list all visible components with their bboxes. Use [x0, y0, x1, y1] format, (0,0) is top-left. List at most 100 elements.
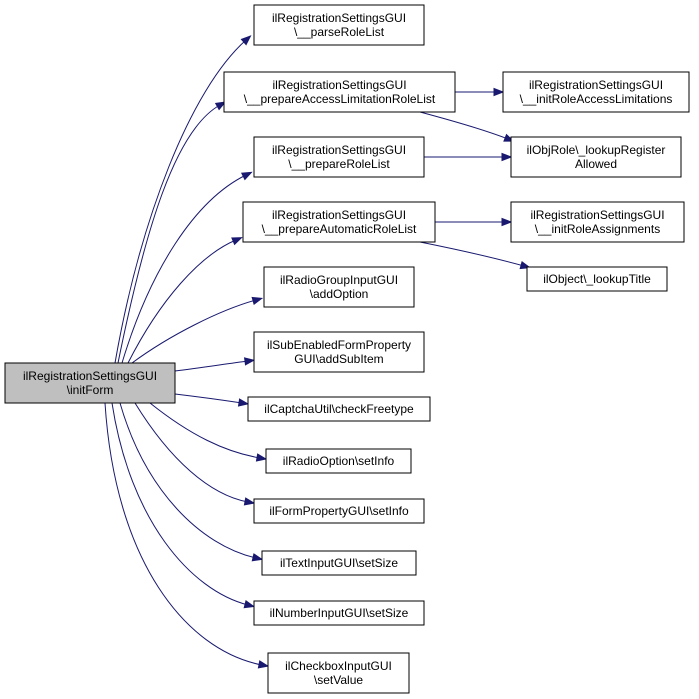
node-box[interactable]	[263, 266, 415, 308]
node-box[interactable]	[267, 652, 410, 694]
edge-root-to-addSubItem	[174, 357, 256, 372]
node-checkboxSetValue[interactable]: ilCheckboxInputGUI\setValue	[267, 652, 410, 694]
node-label: ilObjRole\_lookupRegister	[527, 143, 666, 157]
arrow-head	[257, 660, 270, 669]
edge-line	[419, 111, 509, 140]
node-box[interactable]	[4, 362, 176, 404]
node-label: \__prepareRoleList	[288, 157, 390, 171]
edge-prepareAutomaticRoleList-to-lookupTitle	[419, 241, 532, 270]
node-box[interactable]	[510, 201, 685, 243]
node-box[interactable]	[510, 136, 682, 178]
edge-line	[117, 104, 221, 364]
node-box[interactable]	[253, 4, 425, 46]
node-label: ilRegistrationSettingsGUI	[529, 78, 663, 92]
node-prepareRoleList[interactable]: ilRegistrationSettingsGUI\__prepareRoleL…	[253, 136, 425, 178]
edge-root-to-radioSetInfo	[149, 402, 268, 462]
node-numberSetSize[interactable]: ilNumberInputGUI\setSize	[253, 600, 425, 626]
edge-line	[134, 402, 249, 503]
edge-line	[119, 402, 257, 559]
node-prepareAutomaticRoleList[interactable]: ilRegistrationSettingsGUI\__prepareAutom…	[242, 201, 436, 243]
node-textSetSize[interactable]: ilTextInputGUI\setSize	[261, 550, 417, 576]
arrow-head	[240, 171, 253, 181]
edge-line	[127, 239, 237, 364]
node-prepareAccessLimitationRoleList[interactable]: ilRegistrationSettingsGUI\__prepareAcces…	[223, 71, 456, 113]
node-label: \addOption	[310, 287, 369, 301]
node-box[interactable]	[253, 600, 425, 626]
edge-root-to-numberSetSize	[111, 402, 256, 609]
arrow-head	[501, 152, 513, 162]
node-initRoleAccessLimitations[interactable]: ilRegistrationSettingsGUI\__initRoleAcce…	[502, 71, 690, 113]
node-box[interactable]	[502, 71, 690, 113]
node-box[interactable]	[261, 550, 417, 576]
node-box[interactable]	[242, 201, 436, 243]
node-checkFreetype[interactable]: ilCaptchaUtil\checkFreetype	[247, 396, 431, 422]
node-box[interactable]	[253, 331, 425, 373]
node-formSetInfo[interactable]: ilFormPropertyGUI\setInfo	[253, 498, 425, 524]
node-box[interactable]	[247, 396, 431, 422]
node-label: \setValue	[314, 673, 363, 687]
arrow-head	[240, 35, 252, 46]
node-label: \__initRoleAccessLimitations	[520, 92, 673, 106]
node-label: GUI\addSubItem	[294, 352, 383, 366]
edge-line	[174, 393, 243, 404]
edge-line	[149, 402, 261, 459]
node-addOption[interactable]: ilRadioGroupInputGUI\addOption	[263, 266, 415, 308]
edge-root-to-checkFreetype	[174, 393, 250, 407]
node-label: ilFormPropertyGUI\setInfo	[269, 504, 409, 518]
edge-root-to-textSetSize	[119, 402, 264, 562]
edge-line	[419, 241, 525, 267]
edge-prepareAutomaticRoleList-to-initRoleAssignments	[435, 217, 513, 227]
node-root[interactable]: ilRegistrationSettingsGUI\initForm	[4, 362, 176, 404]
node-box[interactable]	[265, 448, 412, 474]
arrow-head	[251, 296, 264, 306]
node-label: ilNumberInputGUI\setSize	[270, 606, 409, 620]
node-label: \__initRoleAssignments	[535, 222, 660, 236]
edge-prepareAccessLimitationRoleList-to-lookupRegisterAllowed	[419, 111, 515, 142]
edge-root-to-formSetInfo	[134, 402, 256, 506]
edge-root-to-prepareRoleList	[121, 171, 253, 364]
node-box[interactable]	[223, 71, 456, 113]
node-label: ilRegistrationSettingsGUI	[23, 369, 157, 383]
node-label: ilSubEnabledFormProperty	[267, 338, 411, 352]
edge-root-to-addOption	[131, 296, 264, 364]
edge-line	[121, 174, 247, 364]
node-label: ilRadioGroupInputGUI	[280, 273, 398, 287]
node-label: ilRegistrationSettingsGUI	[272, 78, 406, 92]
edge-line	[111, 402, 249, 606]
edge-line	[104, 402, 263, 666]
arrow-head	[251, 553, 264, 562]
node-label: ilCaptchaUtil\checkFreetype	[264, 402, 414, 416]
node-box[interactable]	[253, 498, 425, 524]
arrow-head	[243, 357, 256, 366]
arrow-head	[243, 497, 256, 506]
node-label: ilRegistrationSettingsGUI	[272, 143, 406, 157]
node-label: ilTextInputGUI\setSize	[280, 556, 398, 570]
edge-prepareAccessLimitationRoleList-to-initRoleAccessLimitations	[455, 87, 505, 97]
node-label: ilObject\_lookupTitle	[543, 272, 651, 286]
node-label: ilRegistrationSettingsGUI	[272, 11, 406, 25]
edge-line	[131, 299, 257, 364]
node-label: Allowed	[575, 157, 617, 171]
node-label: \__prepareAccessLimitationRoleList	[244, 92, 436, 106]
arrow-head	[501, 217, 513, 227]
node-parseRoleList[interactable]: ilRegistrationSettingsGUI\__parseRoleLis…	[253, 4, 425, 46]
node-box[interactable]	[526, 266, 668, 292]
edge-root-to-checkboxSetValue	[104, 402, 270, 669]
node-initRoleAssignments[interactable]: ilRegistrationSettingsGUI\__initRoleAssi…	[510, 201, 685, 243]
edge-root-to-prepareAccessLimitationRoleList	[117, 101, 227, 364]
node-radioSetInfo[interactable]: ilRadioOption\setInfo	[265, 448, 412, 474]
node-label: ilRadioOption\setInfo	[283, 454, 395, 468]
node-label: \__parseRoleList	[294, 25, 385, 39]
edge-line	[174, 360, 249, 372]
nodes-layer: ilRegistrationSettingsGUI\initFormilRegi…	[4, 4, 690, 694]
node-label: \initForm	[67, 383, 114, 397]
node-label: ilCheckboxInputGUI	[285, 659, 392, 673]
arrow-head	[255, 453, 268, 462]
node-lookupTitle[interactable]: ilObject\_lookupTitle	[526, 266, 668, 292]
arrow-head	[231, 237, 243, 246]
node-box[interactable]	[253, 136, 425, 178]
arrow-head	[214, 101, 227, 111]
